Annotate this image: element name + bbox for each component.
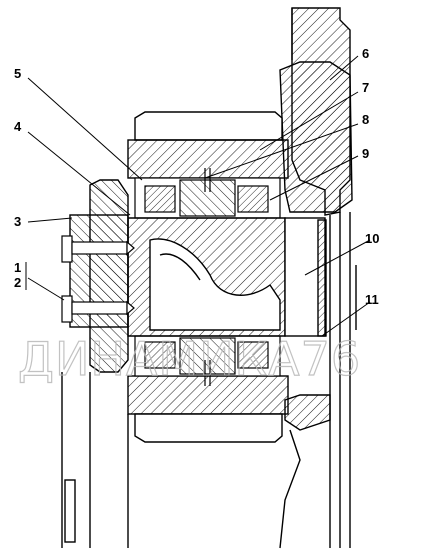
callout-8: 8 <box>362 112 369 127</box>
bolt-lower <box>61 295 135 323</box>
callout-labels: 1 2 3 4 5 6 7 8 9 10 11 <box>14 46 379 307</box>
bolt-upper <box>61 235 135 263</box>
watermark-text: ДИНАМИКА76 <box>18 332 361 386</box>
callout-5: 5 <box>14 66 21 81</box>
callout-9: 9 <box>362 146 369 161</box>
gear-ring <box>127 111 289 443</box>
bearing-lower <box>134 335 281 386</box>
callout-11: 11 <box>365 292 379 307</box>
callout-6: 6 <box>362 46 369 61</box>
callout-1: 1 <box>14 260 21 275</box>
callout-3: 3 <box>14 214 21 229</box>
housing-flange <box>279 7 357 549</box>
callout-7: 7 <box>362 80 369 95</box>
callout-10: 10 <box>365 231 379 246</box>
callout-2: 2 <box>14 275 21 290</box>
callout-4: 4 <box>14 119 22 134</box>
shaft <box>127 217 327 337</box>
leader-lines <box>27 55 371 337</box>
bearing-upper <box>134 168 281 219</box>
